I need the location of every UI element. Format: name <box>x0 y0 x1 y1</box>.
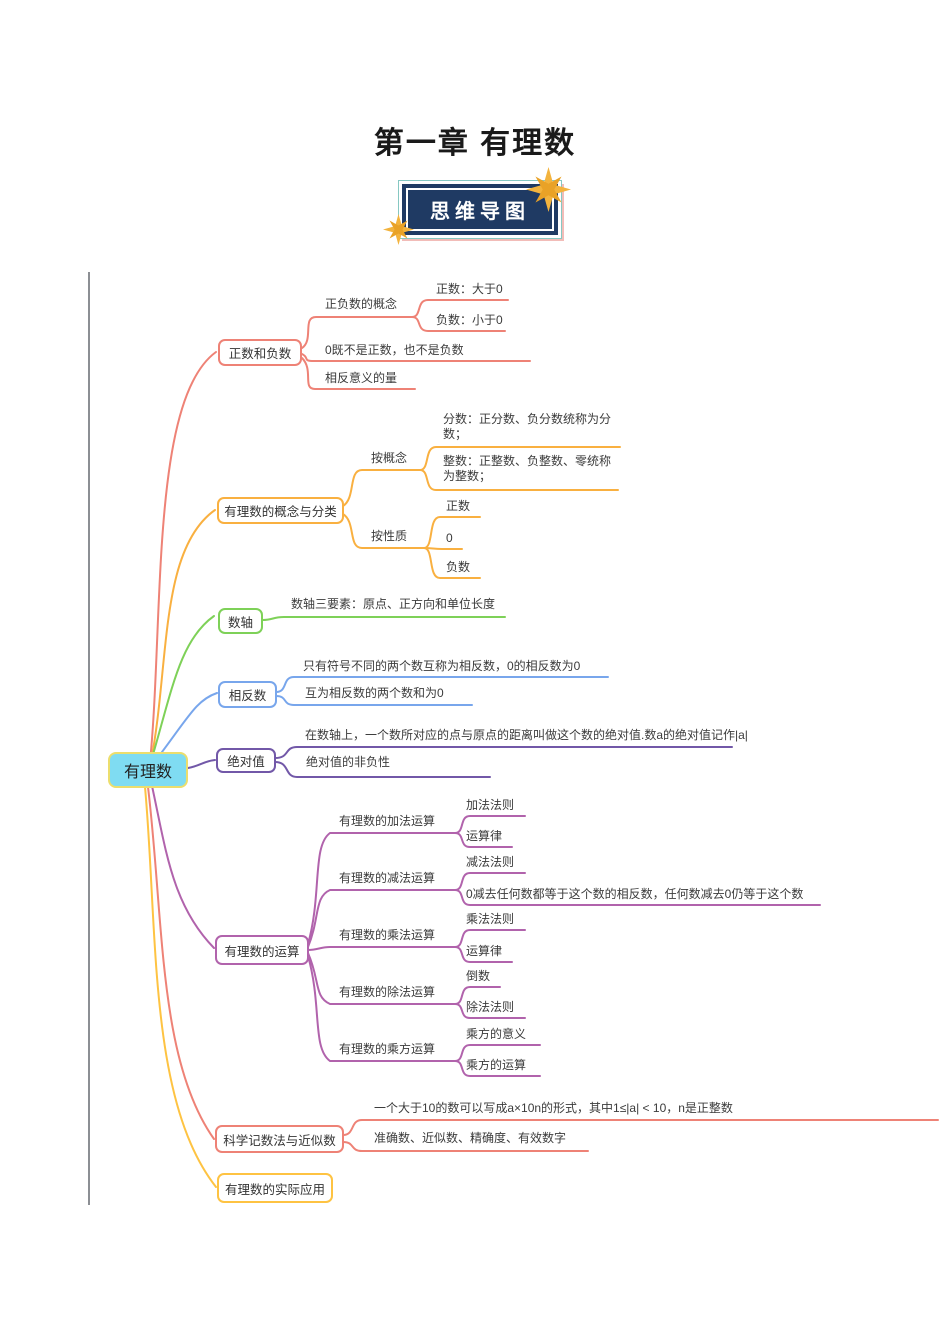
badge-label: 思维导图 <box>406 188 554 231</box>
branch-lines-concept-classification <box>149 446 621 767</box>
branch-lines-positive-negative <box>149 299 531 763</box>
root-node: 有理数 <box>108 752 188 788</box>
star-icon <box>526 167 571 212</box>
topic-label: 有理数的乘方运算 <box>339 1042 436 1056</box>
topic-label: 相反意义的量 <box>325 371 398 385</box>
topic-label: 按性质 <box>371 529 408 543</box>
topic-label: 一个大于10的数可以写成a×10n的形式，其中1≤|a| < 10，n是正整数 <box>374 1101 733 1115</box>
topic-label: 数轴三要素：原点、正方向和单位长度 <box>291 597 496 611</box>
branch-node-positive-negative: 正数和负数 <box>218 339 302 366</box>
branch-node-operations: 有理数的运算 <box>215 935 309 965</box>
branch-lines-practical-application <box>144 786 217 1188</box>
branch-node-scientific-notation: 科学记数法与近似数 <box>215 1125 344 1153</box>
topic-label: 有理数的加法运算 <box>339 814 436 828</box>
topic-label: 正数：大于0 <box>436 282 503 296</box>
topic-label: 有理数的乘法运算 <box>339 928 436 942</box>
topic-label: 加法法则 <box>466 798 515 812</box>
branch-lines-opposite-number <box>155 676 609 761</box>
branch-lines-operations <box>151 785 821 1077</box>
topic-label: 运算律 <box>466 944 503 958</box>
topic-label: 0 <box>446 531 453 545</box>
topic-label: 绝对值的非负性 <box>306 755 391 769</box>
branch-node-absolute-value: 绝对值 <box>216 748 276 773</box>
branch-node-practical-application: 有理数的实际应用 <box>217 1173 333 1203</box>
branch-lines-absolute-value <box>187 746 733 778</box>
branch-node-concept-classification: 有理数的概念与分类 <box>217 497 344 524</box>
branch-lines-scientific-notation <box>147 786 939 1152</box>
topic-label: 有理数的除法运算 <box>339 985 436 999</box>
topic-label: 乘方的运算 <box>466 1058 527 1072</box>
star-icon <box>383 214 414 245</box>
topic-label: 整数：正整数、负整数、零统称为整数； <box>443 454 612 483</box>
topic-label: 在数轴上，一个数所对应的点与原点的距离叫做这个数的绝对值.数a的绝对值记作|a| <box>305 728 748 742</box>
topic-label: 负数 <box>446 560 471 574</box>
topic-label: 准确数、近似数、精确度、有效数字 <box>374 1131 567 1145</box>
branch-lines-number-axis <box>151 615 506 759</box>
topic-label: 运算律 <box>466 829 503 843</box>
topic-label: 乘法法则 <box>466 912 515 926</box>
topic-label: 0既不是正数，也不是负数 <box>325 343 464 357</box>
page-border-line <box>88 272 90 1205</box>
topic-label: 分数：正分数、负分数统称为分数； <box>443 412 612 441</box>
badge-frame: 思维导图 <box>402 184 558 235</box>
topic-label: 除法法则 <box>466 1000 515 1014</box>
topic-label: 互为相反数的两个数和为0 <box>305 686 444 700</box>
branch-node-number-axis: 数轴 <box>218 608 263 634</box>
topic-label: 有理数的减法运算 <box>339 871 436 885</box>
topic-label: 乘方的意义 <box>466 1027 527 1041</box>
topic-label: 只有符号不同的两个数互称为相反数，0的相反数为0 <box>303 659 581 673</box>
branch-node-opposite-number: 相反数 <box>218 681 277 708</box>
page-title: 第一章 有理数 <box>373 127 577 160</box>
topic-label: 0减去任何数都等于这个数的相反数，任何数减去0仍等于这个数 <box>466 887 804 901</box>
topic-label: 正数 <box>446 499 471 513</box>
topic-label: 按概念 <box>371 451 408 465</box>
topic-label: 倒数 <box>466 969 491 983</box>
topic-label: 正负数的概念 <box>325 297 398 311</box>
topic-label: 减法法则 <box>466 855 515 869</box>
topic-label: 负数：小于0 <box>436 313 503 327</box>
